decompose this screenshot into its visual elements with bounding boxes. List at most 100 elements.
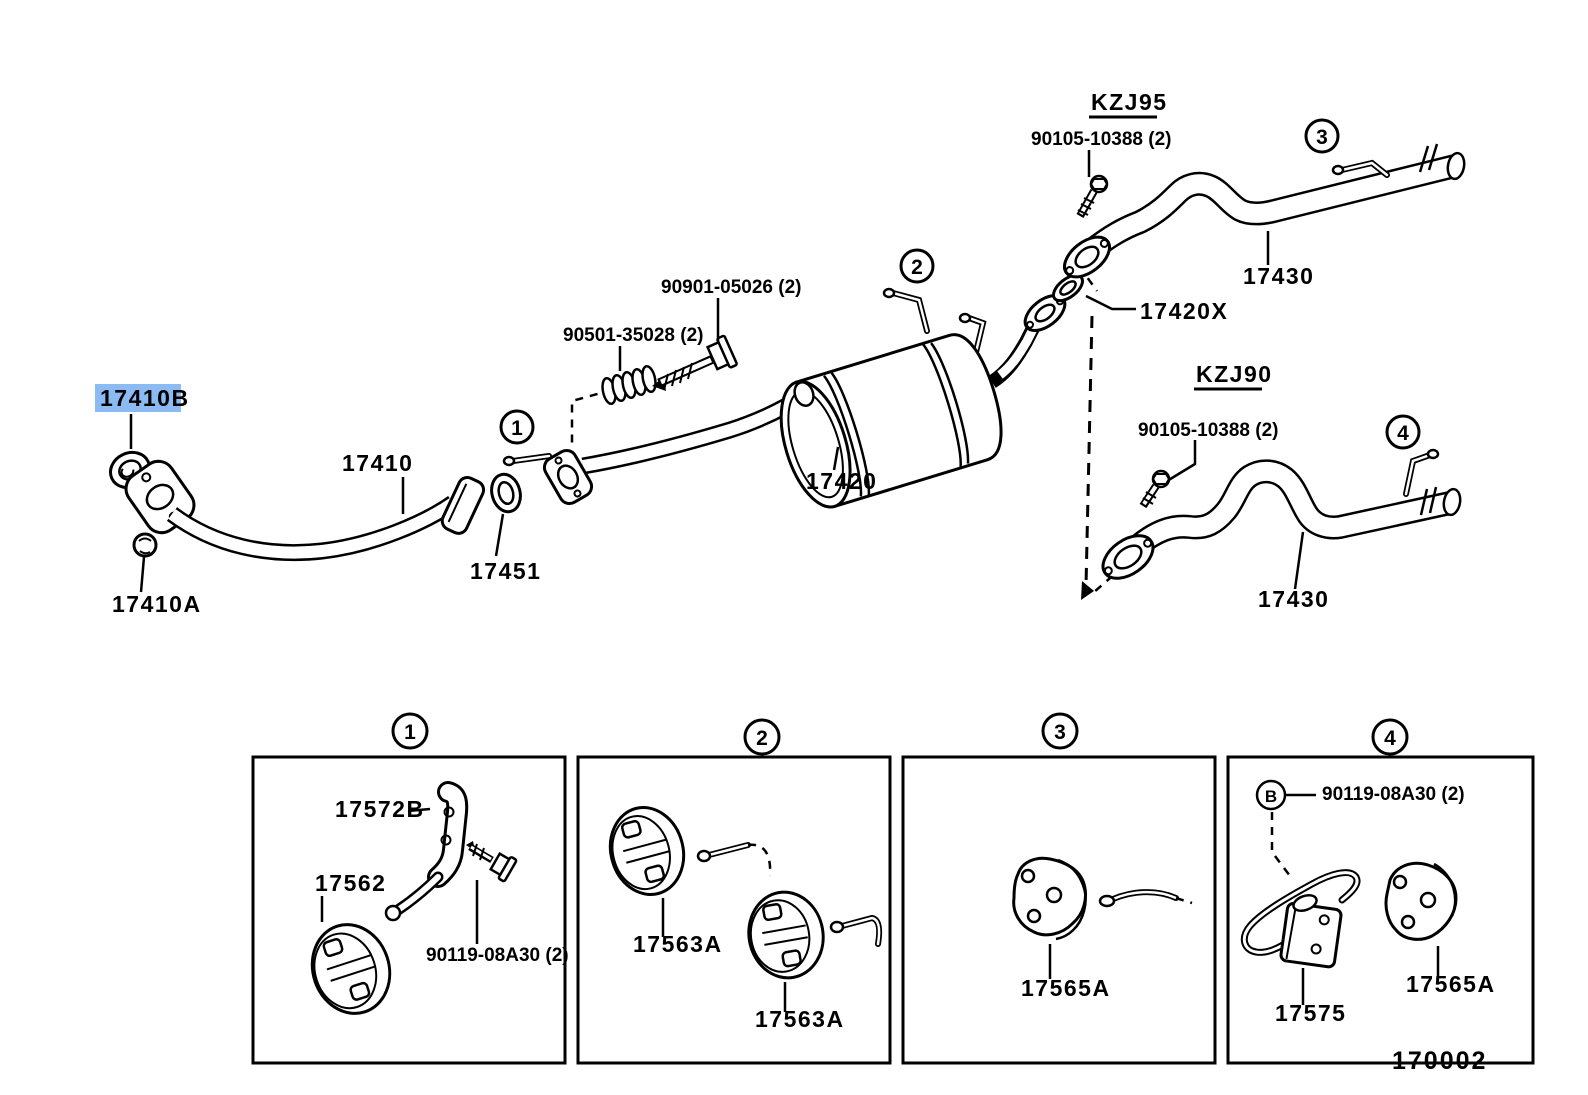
variant-code: KZJ90 bbox=[1196, 361, 1273, 387]
label-front-gasket-highlighted[interactable]: 17410B bbox=[95, 384, 190, 449]
callout-4-main: 4 bbox=[1385, 414, 1421, 450]
part-number-muffler[interactable]: 17420 bbox=[806, 468, 877, 494]
callout-number: 1 bbox=[511, 417, 523, 440]
callout-number: 1 bbox=[404, 721, 416, 744]
callout-1-main: 1 bbox=[499, 409, 535, 445]
panel4-dashed-line bbox=[1270, 812, 1291, 877]
callout-number: 2 bbox=[911, 256, 923, 279]
exhaust-bolt bbox=[652, 334, 738, 391]
label-panel2-hanger-lower: 17563A bbox=[755, 982, 845, 1032]
callout-2-main: 2 bbox=[899, 248, 935, 284]
callout-panel-4: 4 bbox=[1371, 718, 1409, 756]
callout-panel-1: 1 bbox=[391, 712, 429, 750]
highlight-box bbox=[95, 384, 181, 412]
kzj95-bolt bbox=[1076, 174, 1109, 218]
panel-2-box bbox=[576, 755, 892, 1065]
leader-line bbox=[1293, 531, 1305, 590]
kzj95-pipe-flange bbox=[1063, 235, 1111, 279]
callout-3-main: 3 bbox=[1304, 118, 1340, 154]
panel2-rod-lower bbox=[829, 914, 883, 947]
part-number-kzj90-pipe[interactable]: 17430 bbox=[1258, 586, 1329, 612]
callout-number: 4 bbox=[1397, 422, 1409, 445]
callout-number: 4 bbox=[1384, 727, 1396, 750]
part-number-hanger1[interactable]: 17563A bbox=[633, 931, 723, 957]
label-panel4-hanger: 17565A bbox=[1406, 946, 1496, 997]
leader-line bbox=[407, 807, 431, 813]
part-number-front-nut[interactable]: 17410A bbox=[112, 591, 202, 617]
label-front-nut: 17410A bbox=[112, 556, 202, 617]
panel2-rubber-hanger-lower bbox=[747, 890, 825, 980]
figure-number: 170002 bbox=[1392, 1047, 1487, 1075]
leader-line bbox=[832, 446, 840, 471]
label-center-gasket: 17451 bbox=[470, 513, 541, 584]
kzj90-tail-pipe bbox=[1130, 459, 1462, 556]
part-number-panel4-hanger[interactable]: 17565A bbox=[1406, 971, 1496, 997]
kzj95-pipe-hanger-rod bbox=[1331, 159, 1390, 178]
label-panel1-hanger: 17562 bbox=[315, 870, 386, 922]
part-number-bolt[interactable]: 90901-05026 (2) bbox=[661, 277, 802, 298]
panel4-rubber-hanger bbox=[1384, 861, 1458, 941]
label-tail-gasket: 17420X bbox=[1085, 294, 1228, 324]
center-gasket-ring bbox=[490, 472, 522, 514]
muffler-body bbox=[779, 333, 1003, 509]
part-number-panel1-bolt[interactable]: 90119-08A30 (2) bbox=[426, 945, 569, 966]
kzj95-tail-pipe bbox=[1084, 143, 1466, 260]
leader-line bbox=[139, 556, 146, 593]
callout-number: 2 bbox=[756, 727, 768, 750]
callout-panel-3: 3 bbox=[1041, 712, 1079, 750]
front-nut bbox=[132, 532, 158, 558]
part-number-kzj95-bolt[interactable]: 90105-10388 (2) bbox=[1031, 129, 1172, 150]
compression-spring bbox=[601, 364, 657, 406]
part-number-spring[interactable]: 90501-35028 (2) bbox=[563, 325, 704, 346]
part-number-tail-gasket[interactable]: 17420X bbox=[1140, 298, 1228, 324]
kzj90-pipe-hanger-rod bbox=[1403, 448, 1440, 497]
panel3-rod bbox=[1098, 889, 1193, 908]
part-number-panel4-bracket[interactable]: 17575 bbox=[1275, 1000, 1346, 1026]
label-kzj90-bolt: 90105-10388 (2) bbox=[1138, 420, 1279, 483]
part-number-bracket[interactable]: 17572B bbox=[335, 796, 425, 822]
part-number-hanger[interactable]: 17562 bbox=[315, 870, 386, 896]
callout-number: 3 bbox=[1316, 126, 1328, 149]
front-pipe-end-flange bbox=[440, 476, 486, 535]
center-pipe-flange bbox=[542, 449, 594, 505]
label-panel1-bracket: 17572B bbox=[335, 796, 431, 822]
kzj90-bolt bbox=[1139, 469, 1171, 509]
kzj90-pipe-flange bbox=[1101, 534, 1155, 580]
dashed-line-arrowhead bbox=[1081, 581, 1094, 600]
part-number-kzj90-bolt[interactable]: 90105-10388 (2) bbox=[1138, 420, 1279, 441]
panel3-rubber-hanger bbox=[1012, 856, 1087, 941]
muffler-hanger-rod-right bbox=[958, 312, 987, 355]
panel1-rubber-hanger bbox=[310, 923, 392, 1015]
label-panel4-bracket: 17575 bbox=[1275, 968, 1346, 1026]
part-number-panel3-hanger[interactable]: 17565A bbox=[1021, 975, 1111, 1001]
panel2-rubber-hanger-upper bbox=[608, 805, 686, 897]
label-spring: 90501-35028 (2) bbox=[563, 325, 704, 371]
panel1-bolt bbox=[466, 841, 518, 883]
kzj95-header: KZJ95 bbox=[1089, 89, 1168, 119]
panel4-bracket bbox=[1240, 869, 1361, 969]
callout-letter-b: B bbox=[1255, 779, 1287, 811]
panel2-rod-upper bbox=[696, 842, 772, 877]
label-front-pipe: 17410 bbox=[342, 450, 413, 514]
part-number-front-gasket[interactable]: 17410B bbox=[100, 385, 190, 411]
center-pipe-hanger-rod bbox=[502, 453, 552, 467]
callout-letter: B bbox=[1265, 787, 1277, 806]
callout-panel-2: 2 bbox=[743, 718, 781, 756]
label-kzj95-pipe: 17430 bbox=[1243, 231, 1314, 289]
muffler-hanger-rod-left bbox=[882, 287, 930, 334]
variant-code: KZJ95 bbox=[1091, 89, 1168, 115]
part-number-center-gasket[interactable]: 17451 bbox=[470, 558, 541, 584]
part-number-front-pipe[interactable]: 17410 bbox=[342, 450, 413, 476]
leader-line bbox=[1166, 440, 1197, 483]
part-number-hanger2[interactable]: 17563A bbox=[755, 1006, 845, 1032]
panel-1-box bbox=[251, 755, 567, 1065]
label-kzj95-bolt: 90105-10388 (2) bbox=[1031, 129, 1172, 177]
panel1-hanger-bracket bbox=[384, 781, 469, 922]
part-number-kzj95-pipe[interactable]: 17430 bbox=[1243, 263, 1314, 289]
label-panel3-hanger: 17565A bbox=[1021, 944, 1111, 1001]
leader-line bbox=[494, 513, 505, 557]
front-exhaust-pipe bbox=[166, 495, 458, 562]
panel-4-box bbox=[1226, 755, 1535, 1065]
label-panel1-bolt: 90119-08A30 (2) bbox=[426, 880, 569, 966]
part-number-panel4-bolt[interactable]: 90119-08A30 (2) bbox=[1322, 784, 1465, 805]
